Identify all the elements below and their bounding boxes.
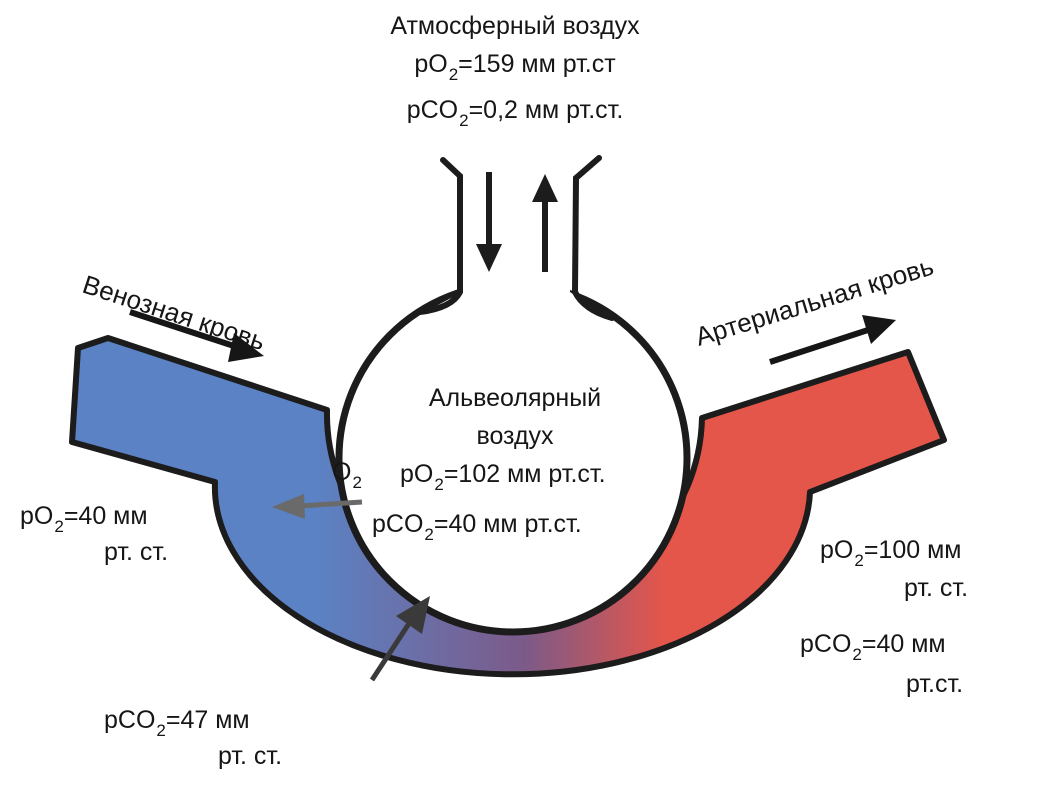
venous-pco2-unit: рт. ст. xyxy=(218,742,283,770)
alveolar-pco2: pCO2=40 мм рт.ст. xyxy=(372,510,582,544)
o2-diffusion-arrow xyxy=(272,494,363,519)
venous-po2-unit: рт. ст. xyxy=(104,538,169,566)
exhale-arrow xyxy=(532,174,558,272)
airway-wall-right xyxy=(571,155,615,321)
alveolar-title-line2: воздух xyxy=(476,422,554,450)
airway-wall-left xyxy=(417,157,463,315)
inhale-arrow xyxy=(476,172,502,272)
arterial-po2-unit: рт. ст. xyxy=(904,574,969,602)
o2-gas-label: O2 xyxy=(332,458,362,492)
venous-po2: pO2=40 мм xyxy=(20,502,148,536)
arterial-pco2: pCO2=40 мм xyxy=(800,630,946,664)
arterial-flow-arrow xyxy=(769,315,896,365)
co2-diffusion-arrow xyxy=(369,596,430,682)
alveolar-title: Альвеолярный xyxy=(428,384,602,412)
alveolus-outline xyxy=(335,280,691,636)
atmosphere-title: Атмосферный воздух xyxy=(390,12,640,40)
atmosphere-pco2: pCO2=0,2 мм рт.ст. xyxy=(406,96,624,130)
arterial-po2: pO2=100 мм xyxy=(820,536,962,570)
alveolar-po2: pO2=102 мм рт.ст. xyxy=(400,460,606,494)
arterial-pco2-unit: рт.ст. xyxy=(906,670,964,698)
venous-pco2: pCO2=47 мм xyxy=(104,706,250,740)
atmosphere-po2: pO2=159 мм рт.ст xyxy=(414,50,616,84)
venous-flow-arrow xyxy=(129,309,264,362)
